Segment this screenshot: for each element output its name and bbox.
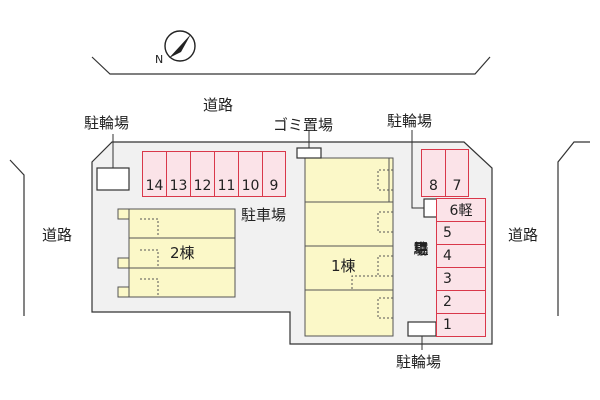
bicycle-parking-label-center: 駐輪場: [387, 112, 433, 130]
parking-label-char: 駐: [413, 240, 429, 258]
bicycle-box-bottom: [407, 321, 437, 337]
parking-label: 駐車場: [241, 206, 287, 224]
right-road-edge: [557, 141, 590, 316]
parking-slot: 10: [238, 151, 263, 197]
building-2: [117, 208, 236, 298]
parking-slot: 13: [166, 151, 191, 197]
parking-label-char: 車: [413, 240, 429, 258]
parking-slot: 3: [436, 267, 486, 291]
parking-slot: 7: [445, 149, 469, 197]
svg-text:N: N: [155, 53, 163, 66]
parking-label-char: 場: [413, 240, 429, 258]
road-label-right: 道路: [508, 226, 539, 244]
building-2-label: 2棟: [170, 244, 195, 262]
road-label-left: 道路: [42, 226, 73, 244]
road-label-top: 道路: [203, 96, 234, 114]
north-arrow-icon: N: [155, 30, 196, 66]
garbage-area-label: ゴミ置場: [273, 116, 334, 134]
garbage-box: [296, 147, 322, 159]
parking-slot: 9: [262, 151, 286, 197]
parking-slot: 14: [142, 151, 167, 197]
bicycle-parking-label-bottom: 駐輪場: [396, 353, 442, 371]
left-road-edge: [9, 159, 25, 316]
building-1: [304, 157, 394, 337]
parking-slot: 4: [436, 244, 486, 268]
bicycle-box-left: [96, 167, 130, 191]
parking-slot: 6軽: [436, 198, 486, 222]
parking-slot: 11: [214, 151, 239, 197]
parking-slot: 2: [436, 290, 486, 314]
parking-slot: 5: [436, 221, 486, 245]
bicycle-parking-label-left: 駐輪場: [84, 114, 130, 132]
top-road-edge: [91, 56, 491, 75]
parking-slot: 8: [421, 149, 446, 197]
building-1-label: 1棟: [331, 257, 356, 275]
parking-slot: 12: [190, 151, 215, 197]
parking-slot: 1: [436, 313, 486, 337]
